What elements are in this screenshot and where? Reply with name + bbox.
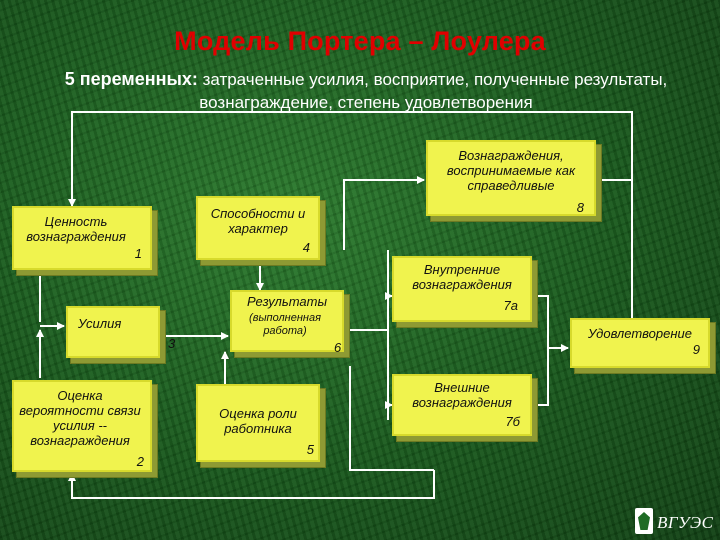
box-probability: Оценка вероятности связи усилия -- возна…: [12, 380, 152, 472]
box-effort-label: Усилия: [78, 316, 122, 331]
box-results: Результаты (выполненная работа): [230, 290, 344, 352]
box-satisfaction-label: Удовлетворение: [588, 326, 692, 341]
box-internal-rewards: Внутренние вознаграждения 7а: [392, 256, 532, 322]
arrow-results-to-fair: [343, 176, 425, 250]
box-role: Оценка роли работника 5: [196, 384, 320, 462]
box-probability-label: Оценка вероятности связи усилия -- возна…: [19, 388, 141, 448]
box-reward-value: Ценность вознаграждения 1: [12, 206, 152, 270]
logo-emblem-icon: [635, 508, 653, 534]
page-subtitle: 5 переменных: затраченные усилия, воспри…: [36, 68, 696, 114]
box-results-note: (выполненная работа): [249, 312, 321, 337]
university-logo: ВГУЭС: [635, 505, 715, 535]
arrow-internal-to-satisfaction: [534, 295, 569, 352]
box-internal-rewards-num: 7а: [503, 298, 518, 313]
arrow-satisfaction-to-value: [68, 111, 633, 318]
subtitle-rest: затраченные усилия, восприятие, полученн…: [197, 70, 668, 112]
box-role-label: Оценка роли работника: [219, 406, 297, 436]
box-external-rewards-num: 7б: [505, 414, 520, 429]
box-effort-num: 3: [168, 336, 176, 351]
box-fair-rewards-label: Вознаграждения, воспринимаемые как справ…: [446, 148, 576, 193]
box-reward-value-label: Ценность вознаграждения: [26, 214, 126, 244]
box-results-num: 6: [334, 340, 342, 355]
box-abilities-label: Способности и характер: [210, 206, 306, 236]
page-title: Модель Портера – Лоулера: [174, 26, 546, 56]
box-fair-rewards-num: 8: [576, 200, 584, 215]
logo-text: ВГУЭС: [657, 513, 714, 532]
box-effort: Усилия: [66, 306, 160, 358]
box-probability-num: 2: [136, 454, 144, 469]
box-reward-value-num: 1: [134, 246, 142, 261]
box-external-rewards: Внешние вознаграждения 7б: [392, 374, 532, 436]
box-external-rewards-label: Внешние вознаграждения: [412, 380, 512, 410]
box-fair-rewards: Вознаграждения, воспринимаемые как справ…: [426, 140, 596, 216]
box-satisfaction-num: 9: [692, 342, 700, 357]
box-abilities: Способности и характер 4: [196, 196, 320, 260]
arrow-results-to-bottom: [349, 366, 434, 471]
box-role-num: 5: [306, 442, 314, 457]
box-satisfaction: Удовлетворение 9: [570, 318, 710, 368]
box-internal-rewards-label: Внутренние вознаграждения: [412, 262, 512, 292]
box-results-label: Результаты: [246, 294, 328, 309]
arrow-bottom-loop: [68, 470, 435, 499]
arrow-external-to-satisfaction: [534, 348, 549, 406]
subtitle-lead: 5 переменных:: [64, 69, 198, 89]
box-abilities-num: 4: [302, 240, 310, 255]
